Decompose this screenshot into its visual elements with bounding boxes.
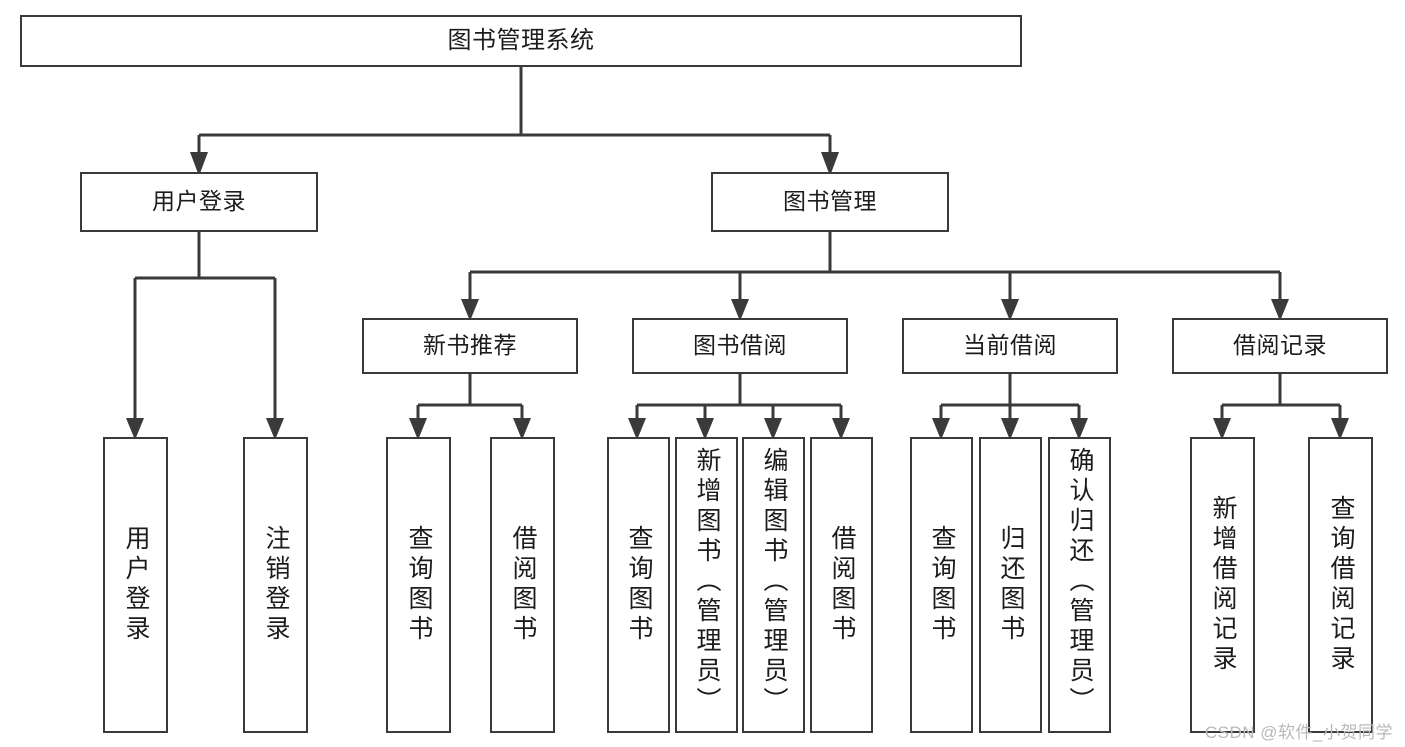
- node-leaf-query-book-3[interactable]: 查询图书: [910, 437, 973, 733]
- node-leaf-logout[interactable]: 注销登录: [243, 437, 308, 733]
- node-leaf-edit-book-label: 编辑图书（管理员）: [760, 447, 788, 717]
- node-book-manage-label: 图书管理: [783, 188, 877, 215]
- node-leaf-query-book-3-label: 查询图书: [928, 525, 956, 645]
- node-leaf-query-book-2[interactable]: 查询图书: [607, 437, 670, 733]
- node-leaf-logout-label: 注销登录: [262, 525, 290, 645]
- node-user-login[interactable]: 用户登录: [80, 172, 318, 232]
- node-root[interactable]: 图书管理系统: [20, 15, 1022, 67]
- node-leaf-add-book[interactable]: 新增图书（管理员）: [675, 437, 738, 733]
- node-book-borrow[interactable]: 图书借阅: [632, 318, 848, 374]
- node-leaf-borrow-book-1[interactable]: 借阅图书: [490, 437, 555, 733]
- node-borrow-record-label: 借阅记录: [1233, 332, 1327, 359]
- node-leaf-query-book-1[interactable]: 查询图书: [386, 437, 451, 733]
- node-leaf-borrow-book-2[interactable]: 借阅图书: [810, 437, 873, 733]
- node-user-login-label: 用户登录: [152, 188, 246, 215]
- node-leaf-return-book[interactable]: 归还图书: [979, 437, 1042, 733]
- node-borrow-record[interactable]: 借阅记录: [1172, 318, 1388, 374]
- node-leaf-add-book-label: 新增图书（管理员）: [693, 447, 721, 717]
- node-new-book-rec-label: 新书推荐: [423, 332, 517, 359]
- node-leaf-query-book-1-label: 查询图书: [405, 525, 433, 645]
- node-new-book-rec[interactable]: 新书推荐: [362, 318, 578, 374]
- node-current-borrow-label: 当前借阅: [963, 332, 1057, 359]
- node-leaf-confirm-return-label: 确认归还（管理员）: [1066, 447, 1094, 717]
- node-leaf-return-book-label: 归还图书: [997, 525, 1025, 645]
- node-leaf-query-record[interactable]: 查询借阅记录: [1308, 437, 1373, 733]
- node-leaf-borrow-book-1-label: 借阅图书: [509, 525, 537, 645]
- node-book-borrow-label: 图书借阅: [693, 332, 787, 359]
- node-leaf-query-book-2-label: 查询图书: [625, 525, 653, 645]
- node-leaf-add-record[interactable]: 新增借阅记录: [1190, 437, 1255, 733]
- watermark: CSDN @软件_小贺同学: [1204, 723, 1393, 742]
- node-leaf-add-record-label: 新增借阅记录: [1209, 495, 1237, 675]
- node-leaf-query-record-label: 查询借阅记录: [1327, 495, 1355, 675]
- node-current-borrow[interactable]: 当前借阅: [902, 318, 1118, 374]
- node-leaf-user-login[interactable]: 用户登录: [103, 437, 168, 733]
- node-leaf-confirm-return[interactable]: 确认归还（管理员）: [1048, 437, 1111, 733]
- node-leaf-borrow-book-2-label: 借阅图书: [828, 525, 856, 645]
- node-leaf-user-login-label: 用户登录: [122, 525, 150, 645]
- node-leaf-edit-book[interactable]: 编辑图书（管理员）: [742, 437, 805, 733]
- node-book-manage[interactable]: 图书管理: [711, 172, 949, 232]
- node-root-label: 图书管理系统: [447, 26, 595, 54]
